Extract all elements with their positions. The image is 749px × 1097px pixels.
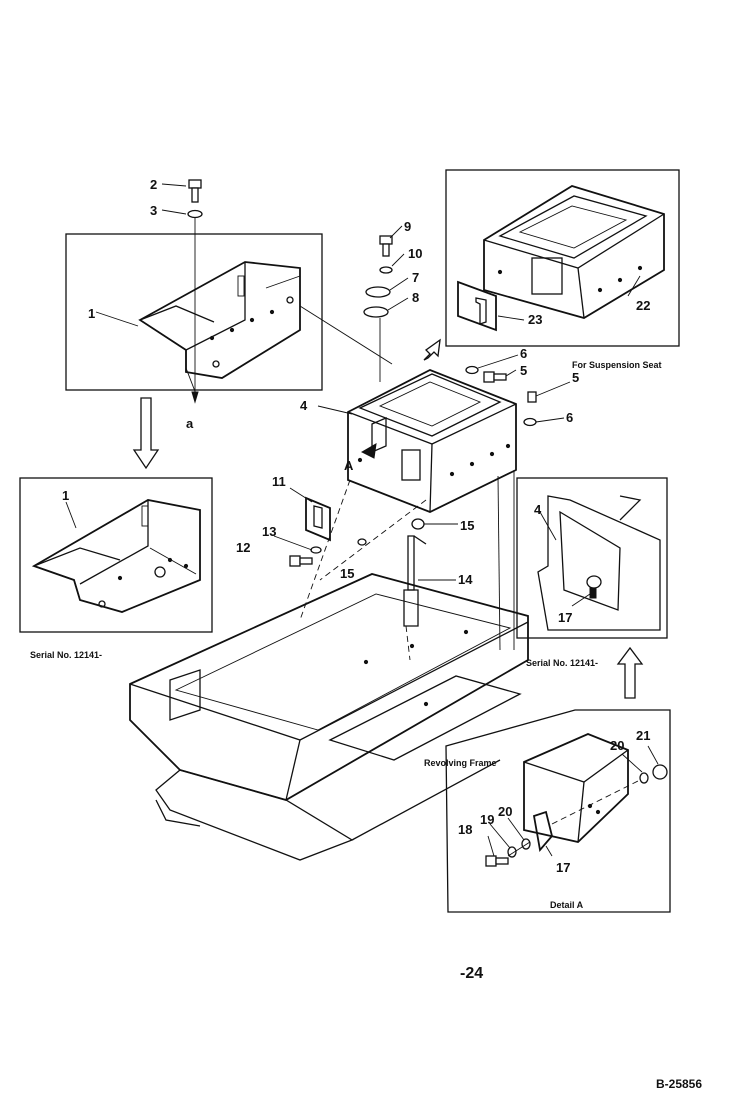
washer-part-6b-icon — [523, 417, 537, 427]
bolt-part-5b-icon — [527, 391, 537, 403]
hollow-arrow-down-icon — [132, 397, 160, 470]
washer-part-3-icon — [187, 209, 203, 219]
callout-14: 14 — [458, 572, 473, 587]
bolt-part-2-icon — [188, 179, 202, 203]
seat-box-corner-serial — [537, 495, 661, 631]
callout-5: 5 — [520, 363, 527, 378]
caption-serial-right: Serial No. 12141- — [526, 658, 598, 668]
callout-20b: 20 — [498, 804, 512, 819]
callout-23: 23 — [528, 312, 542, 327]
callout-22: 22 — [636, 298, 650, 313]
callout-3: 3 — [150, 203, 157, 218]
seat-box-part-22 — [483, 185, 665, 319]
callout-17-detail: 17 — [556, 860, 570, 875]
callout-1-serial: 1 — [62, 488, 69, 503]
callout-6: 6 — [520, 346, 527, 361]
callout-10: 10 — [408, 246, 422, 261]
caption-serial-left: Serial No. 12141- — [30, 650, 102, 660]
rod-part-14 — [403, 535, 427, 627]
inset-box-serial-right — [516, 477, 668, 639]
callout-15b: 15 — [340, 566, 354, 581]
bolt-part-12-icon — [289, 555, 313, 567]
callout-19: 19 — [480, 812, 494, 827]
assembly-lines — [185, 305, 641, 857]
callout-6b: 6 — [566, 410, 573, 425]
callout-1: 1 — [88, 306, 95, 321]
callout-2: 2 — [150, 177, 157, 192]
callout-21: 21 — [636, 728, 650, 743]
seat-box-part-4 — [347, 369, 517, 513]
plate-part-23 — [457, 280, 497, 332]
holder-part-11 — [305, 496, 331, 542]
caption-revolving-frame: Revolving Frame — [424, 758, 497, 768]
latch-part-17-serial-icon — [586, 575, 602, 589]
hollow-arrow-diagonal-icon — [423, 338, 441, 361]
inset-box-cover-serial — [19, 477, 213, 633]
bolt-part-9-icon — [379, 235, 393, 257]
cover-part-1-serial — [31, 499, 201, 613]
caption-suspension-seat: For Suspension Seat — [572, 360, 662, 370]
nut-part-15-icon — [411, 518, 425, 530]
washer-part-6-icon — [465, 365, 479, 375]
cover-part-1-early — [138, 261, 301, 379]
washer-part-20-icon — [521, 838, 531, 850]
callout-13: 13 — [262, 524, 276, 539]
washer-part-10-icon — [379, 266, 393, 274]
latch-part-17-detail — [532, 810, 553, 853]
drawing-code: B-25856 — [656, 1077, 702, 1091]
callout-11: 11 — [272, 474, 286, 489]
inset-box-cover-early — [65, 233, 323, 391]
nut-part-21-icon — [652, 764, 668, 780]
caption-detail-a: Detail A — [550, 900, 584, 910]
label-a-lower: a — [186, 416, 194, 431]
callout-18: 18 — [458, 822, 472, 837]
inset-box-detail-a — [445, 709, 671, 913]
callout-leaders — [65, 183, 659, 857]
callout-15: 15 — [460, 518, 474, 533]
callout-7: 7 — [412, 270, 419, 285]
view-a-label: A — [344, 458, 354, 473]
page-number: -24 — [460, 965, 483, 982]
callout-5b: 5 — [572, 370, 579, 385]
callout-4: 4 — [300, 398, 308, 413]
callout-8: 8 — [412, 290, 419, 305]
bolt-part-18-icon — [485, 855, 509, 867]
bolt-part-5-icon — [483, 371, 507, 383]
callout-20: 20 — [610, 738, 624, 753]
revolving-frame — [129, 573, 529, 861]
shim-part-7-icon — [365, 286, 391, 298]
callout-9: 9 — [404, 219, 411, 234]
hollow-arrow-up-icon — [616, 646, 644, 699]
shim-part-8-icon — [363, 306, 389, 318]
callout-17-serial: 17 — [558, 610, 572, 625]
clip-part-15b-icon — [357, 538, 367, 546]
view-a-arrow-icon — [360, 443, 377, 459]
callout-12: 12 — [236, 540, 250, 555]
arrowhead-a-icon — [191, 391, 199, 404]
washer-part-20b-icon — [639, 772, 649, 784]
inset-box-suspension-seat — [445, 169, 680, 347]
callout-4-serial: 4 — [534, 502, 542, 517]
washer-part-13-icon — [310, 546, 322, 554]
